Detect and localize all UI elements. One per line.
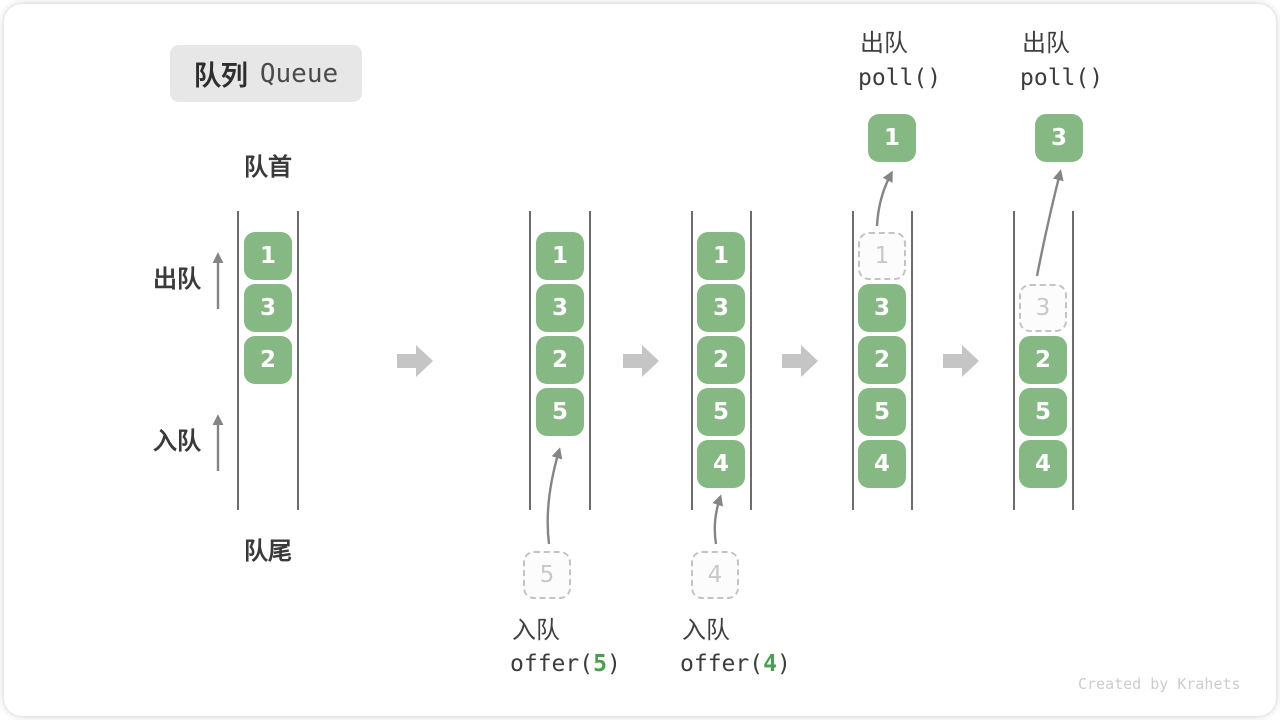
queue1-cell: 2 [244, 336, 292, 384]
queue3-cell: 2 [697, 336, 745, 384]
queue3-left-line [691, 211, 693, 510]
queue2-cell: 5 [536, 388, 584, 436]
transition-arrow-icon [782, 345, 818, 377]
queue5-action-code: poll() [1020, 65, 1104, 91]
queue2-cell: 3 [536, 284, 584, 332]
title-badge: 队列 Queue [170, 45, 362, 102]
queue4-cell: 4 [858, 440, 906, 488]
queue4-cell: 5 [858, 388, 906, 436]
code-text: ) [606, 651, 621, 677]
queue3-cell: 3 [697, 284, 745, 332]
queue4-right-line [911, 211, 913, 510]
label-queue-front: 队首 [244, 153, 292, 181]
queue2-right-line [589, 211, 591, 510]
queue5-dequeued-cell: 3 [1035, 114, 1083, 162]
transition-arrow-icon [623, 345, 659, 377]
code-arg: 5 [593, 651, 607, 677]
title-en: Queue [259, 58, 339, 89]
queue2-cell: 1 [536, 232, 584, 280]
queue5-removed-ghost-cell: 3 [1019, 284, 1067, 332]
queue1-cell: 1 [244, 232, 292, 280]
queue4-action-label: 出队 [860, 29, 908, 57]
queue1-right-line [297, 211, 299, 510]
queue5-cell: 2 [1019, 336, 1067, 384]
code-text: offer( [510, 651, 594, 677]
transition-arrow-icon [943, 345, 979, 377]
queue1-cell: 3 [244, 284, 292, 332]
label-enqueue-side: 入队 [153, 427, 201, 455]
queue5-right-line [1072, 211, 1074, 510]
queue3-cell: 1 [697, 232, 745, 280]
queue3-incoming-ghost-cell: 4 [691, 551, 739, 599]
queue5-cell: 4 [1019, 440, 1067, 488]
queue3-cell: 4 [697, 440, 745, 488]
queue4-left-line [852, 211, 854, 510]
code-text: offer( [680, 651, 764, 677]
queue4-dequeued-cell: 1 [868, 114, 916, 162]
queue3-action-code: offer(4) [680, 651, 791, 679]
label-dequeue-side: 出队 [153, 265, 201, 293]
watermark: Created by Krahets [1078, 675, 1241, 693]
queue2-incoming-ghost-cell: 5 [523, 551, 571, 599]
title-zh: 队列 [193, 61, 248, 92]
queue3-action-label: 入队 [682, 616, 730, 644]
queue3-cell: 5 [697, 388, 745, 436]
queue2-action-code: offer(5) [510, 651, 621, 679]
queue5-action-label: 出队 [1022, 29, 1070, 57]
label-queue-rear: 队尾 [244, 537, 292, 565]
queue4-removed-ghost-cell: 1 [858, 232, 906, 280]
queue3-right-line [750, 211, 752, 510]
transition-arrow-icon [397, 345, 433, 377]
queue2-action-label: 入队 [512, 616, 560, 644]
queue5-cell: 5 [1019, 388, 1067, 436]
code-text: ) [776, 651, 791, 677]
queue5-left-line [1013, 211, 1015, 510]
queue2-left-line [529, 211, 531, 510]
queue2-cell: 2 [536, 336, 584, 384]
queue4-action-code: poll() [858, 65, 942, 91]
code-arg: 4 [763, 651, 777, 677]
queue4-cell: 2 [858, 336, 906, 384]
queue1-left-line [237, 211, 239, 510]
queue4-cell: 3 [858, 284, 906, 332]
